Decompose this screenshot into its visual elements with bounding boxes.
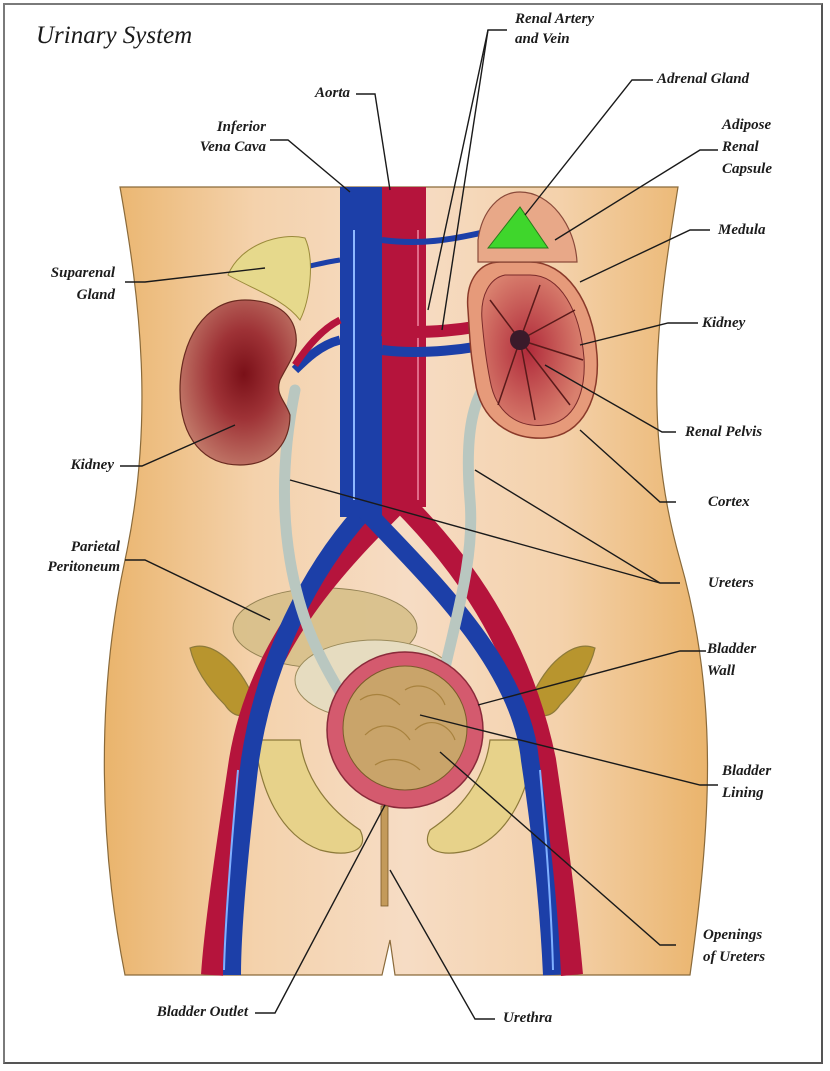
leader-lines	[120, 29, 718, 1020]
label-renal-pelvis: Renal Pelvis	[685, 424, 763, 440]
ureters	[279, 364, 506, 706]
label-bladder-lining-line1: Bladder	[722, 763, 772, 779]
label-parietal-peritoneum-line1: Parietal	[70, 539, 120, 555]
label-inferior-vena-cava-line1: Inferior	[216, 119, 266, 135]
label-openings-of-ureters-line2: of Ureters	[703, 949, 766, 965]
diagram-title: Urinary System	[36, 22, 193, 49]
label-bladder-outlet: Bladder Outlet	[156, 1004, 248, 1020]
left-kidney	[179, 299, 297, 466]
bladder	[326, 651, 484, 809]
pelvis-bones	[189, 645, 596, 854]
label-aorta: Aorta	[314, 85, 350, 101]
inferior-vena-cava	[340, 187, 382, 517]
label-openings-of-ureters-line1: Openings	[703, 927, 763, 943]
label-cortex: Cortex	[708, 494, 750, 510]
adrenal-gland	[486, 206, 549, 249]
label-renal-artery-vein-line1: Renal Artery	[515, 11, 595, 27]
label-adipose-line1: Adipose	[722, 117, 772, 133]
label-parietal-peritoneum-line2: Peritoneum	[47, 559, 120, 575]
urethra	[380, 805, 389, 907]
label-adipose-line3: Capsule	[722, 161, 773, 177]
label-kidney-right: Kidney	[702, 315, 746, 331]
label-inferior-vena-cava-line2: Vena Cava	[199, 139, 266, 155]
label-bladder-wall-line2: Wall	[707, 663, 736, 679]
label-bladder-wall-line1: Bladder	[707, 641, 757, 657]
label-suparenal-gland-line2: Gland	[76, 287, 115, 303]
suparenal-gland	[227, 236, 311, 321]
iliac-vessels	[201, 492, 583, 976]
label-suparenal-gland-line1: Suparenal	[50, 265, 115, 281]
label-renal-artery-vein-line2: and Vein	[515, 31, 570, 47]
label-adipose-line2: Renal	[722, 139, 759, 155]
label-ureters: Ureters	[708, 575, 754, 591]
label-bladder-lining-line2: Lining	[722, 785, 764, 801]
label-medula: Medula	[718, 222, 766, 238]
right-kidney	[466, 261, 599, 439]
label-adrenal-gland: Adrenal Gland	[657, 71, 750, 87]
label-urethra: Urethra	[503, 1010, 553, 1026]
label-kidney-left: Kidney	[70, 457, 114, 473]
